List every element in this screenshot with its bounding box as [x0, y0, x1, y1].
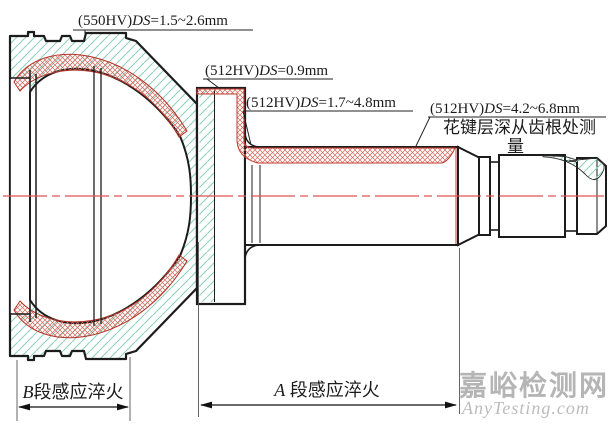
dimension-zone-b: B段感应淬火: [16, 357, 131, 421]
watermark-cn: 嘉峪检测网: [459, 369, 609, 402]
zone-b-extension-lines: [16, 357, 131, 421]
shaft-fillets: [244, 132, 259, 260]
hardened-layer-shaft: [196, 88, 456, 164]
spline-depth-note-line2: 量: [507, 137, 524, 156]
label-hv-top: (550HV)DS=1.5~2.6mm: [78, 13, 228, 29]
arrowhead-right: [445, 401, 457, 409]
callouts: (550HV)DS=1.5~2.6mm (512HV)DS=0.9mm (512…: [73, 13, 606, 156]
leader-hv-top: [73, 29, 253, 34]
arrowhead-right: [117, 403, 129, 411]
spline-depth-note-line1: 花键层深从齿根处测: [443, 118, 596, 137]
shaft-step-lines: [251, 165, 261, 243]
leader-hv-face: [203, 78, 333, 89]
leader-hv-spline: [415, 116, 606, 147]
zone-a-label: A 段感应淬火: [273, 380, 380, 400]
dimension-zone-a: A 段感应淬火: [198, 242, 460, 417]
label-hv-shaft: (512HV)DS=1.7~4.8mm: [246, 95, 396, 111]
watermark-en: AnyTesting.com: [461, 398, 590, 418]
zone-b-label: B段感应淬火: [23, 382, 124, 402]
label-hv-face: (512HV)DS=0.9mm: [205, 63, 328, 79]
broken-out-section: [542, 155, 605, 180]
arrowhead-left: [200, 401, 212, 409]
rim-face-lines: [10, 77, 30, 315]
arrowhead-left: [18, 403, 30, 411]
watermark: 嘉峪检测网 AnyTesting.com: [459, 369, 609, 418]
leader-hv-shaft: [242, 110, 413, 146]
label-hv-spline: (512HV)DS=4.2~6.8mm: [430, 101, 580, 117]
zone-a-extension-lines: [198, 242, 460, 417]
